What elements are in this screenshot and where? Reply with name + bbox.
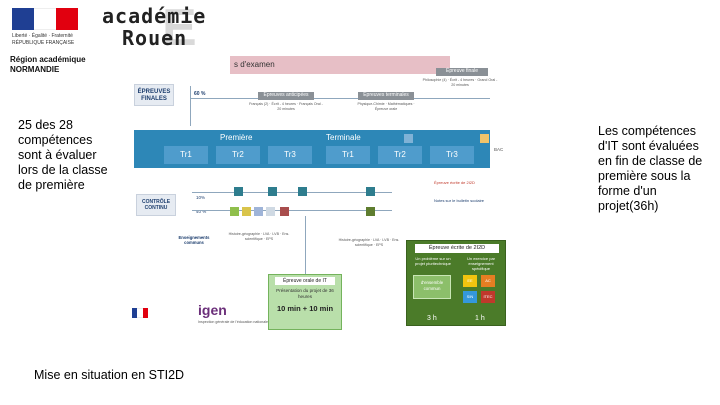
teal-square bbox=[268, 187, 277, 196]
epreuves-finales-label: ÉPREUVES FINALES bbox=[134, 84, 174, 106]
epreuves-terminales-tag-1: Épreuves terminales bbox=[358, 92, 414, 100]
ec-list-premiere: Histoire-géographie · LVA · LVB · Ens. s… bbox=[228, 232, 290, 241]
oral-title: Épreuve orale de IT bbox=[275, 277, 335, 285]
marianne-logo-icon bbox=[132, 308, 148, 318]
enseignements-communs-label: Enseignements communs bbox=[178, 235, 210, 245]
spec-itec: ITEC bbox=[481, 291, 495, 303]
olive-square bbox=[366, 207, 375, 216]
bac-label: BAC bbox=[494, 147, 504, 152]
marker-square bbox=[404, 134, 413, 143]
connector bbox=[192, 210, 392, 211]
teal-square bbox=[298, 187, 307, 196]
epreuves-terminales-tag-2: Épreuve finale bbox=[436, 68, 488, 76]
academie-city: Rouen bbox=[122, 26, 188, 50]
premiere-title: Première bbox=[220, 133, 253, 142]
slide-caption: Mise en situation en STI2D bbox=[34, 368, 185, 382]
oral-subtitle: Présentation du projet de 36 heures bbox=[276, 288, 334, 299]
red-note: Épreuve écrite de 2I2D bbox=[434, 180, 475, 185]
teal-square bbox=[234, 187, 243, 196]
academie-label: académie bbox=[102, 4, 207, 28]
green-square bbox=[230, 207, 239, 216]
oral-it-box: Épreuve orale de IT Présentation du proj… bbox=[268, 274, 342, 330]
spec-ac: AC bbox=[481, 275, 495, 287]
light-square bbox=[266, 207, 275, 216]
premiere-tr1: Tr1 bbox=[164, 146, 208, 164]
connector bbox=[190, 98, 490, 99]
rf-name: RÉPUBLIQUE FRANÇAISE bbox=[12, 40, 75, 46]
terminales-detail-2: Philosophie (4) · Écrit - 4 heures · Gra… bbox=[422, 78, 498, 87]
oral-duration: 10 min + 10 min bbox=[276, 304, 334, 313]
pct-60: 60 % bbox=[194, 91, 206, 97]
ecrit-col-projet: Un problème sur un projet pluritechnique bbox=[414, 256, 452, 266]
diagram-title: s d'examen bbox=[230, 56, 450, 74]
republique-francaise-logo: Liberté · Égalité · Fraternité RÉPUBLIQU… bbox=[8, 6, 78, 54]
region-line2: NORMANDIE bbox=[10, 65, 60, 74]
blue-square bbox=[254, 207, 263, 216]
ecrit-col-specifique: Un exercice par enseignement spécifique bbox=[466, 256, 495, 271]
red-square bbox=[280, 207, 289, 216]
bulletin-note: Notes sur le bulletin scolaire bbox=[434, 198, 485, 203]
terminale-tr3: Tr3 bbox=[430, 146, 474, 164]
spec-sin: SIN bbox=[463, 291, 477, 303]
exam-diagram: s d'examen ÉPREUVES FINALES 60 % Épreuve… bbox=[122, 56, 520, 332]
igen-subtitle: Inspection générale de l'éducation natio… bbox=[198, 320, 269, 324]
connector bbox=[190, 86, 191, 126]
academie-e-watermark-icon: E bbox=[162, 0, 197, 57]
connector bbox=[305, 216, 306, 274]
years-band: Première Terminale Tr1 Tr2 Tr3 Tr1 Tr2 T… bbox=[134, 130, 490, 168]
region-label: Région académique NORMANDIE bbox=[10, 55, 86, 75]
connector bbox=[192, 192, 392, 193]
ecrit-2i2d-box: Épreuve écrite de 2I2D Un problème sur u… bbox=[406, 240, 506, 326]
teal-square bbox=[366, 187, 375, 196]
french-flag-icon bbox=[12, 8, 78, 30]
ecrit-title: Épreuve écrite de 2I2D bbox=[415, 244, 499, 253]
controle-continu-label: CONTRÔLE CONTINU bbox=[136, 194, 176, 216]
pct-10: 10% bbox=[196, 195, 206, 200]
rf-motto: Liberté · Égalité · Fraternité bbox=[12, 33, 73, 39]
terminales-detail-1: Physique-Chimie · Mathématiques · Épreuv… bbox=[357, 102, 415, 111]
ecrit-duration-3h: 3 h bbox=[427, 315, 437, 322]
ecrit-duration-1h: 1 h bbox=[475, 315, 485, 322]
terminale-tr2: Tr2 bbox=[378, 146, 422, 164]
anticipees-detail: Français (2) · Écrit - 4 heures · França… bbox=[249, 102, 323, 111]
marker-square bbox=[480, 134, 489, 143]
premiere-tr3: Tr3 bbox=[268, 146, 312, 164]
ec-list-terminale: Histoire-géographie · LVA · LVB · Ens. s… bbox=[338, 238, 400, 247]
right-text-block: Les compétences d'IT sont évaluées en fi… bbox=[598, 124, 703, 213]
spec-ee: EE bbox=[463, 275, 477, 287]
academie-rouen-logo: E académie Rouen bbox=[100, 2, 240, 54]
epreuves-anticipees-tag: Épreuves anticipées bbox=[258, 92, 314, 100]
yellow-square bbox=[242, 207, 251, 216]
pct-40: 40 % bbox=[196, 209, 207, 214]
terminale-tr1: Tr1 bbox=[326, 146, 370, 164]
ecrit-ensemble-commun: d'ensemble commun bbox=[413, 275, 451, 299]
region-line1: Région académique bbox=[10, 55, 86, 64]
igen-logo: igen bbox=[198, 302, 227, 318]
left-text-block: 25 des 28 compétences sont à évaluer lor… bbox=[18, 118, 108, 192]
premiere-tr2: Tr2 bbox=[216, 146, 260, 164]
terminale-title: Terminale bbox=[326, 133, 361, 142]
